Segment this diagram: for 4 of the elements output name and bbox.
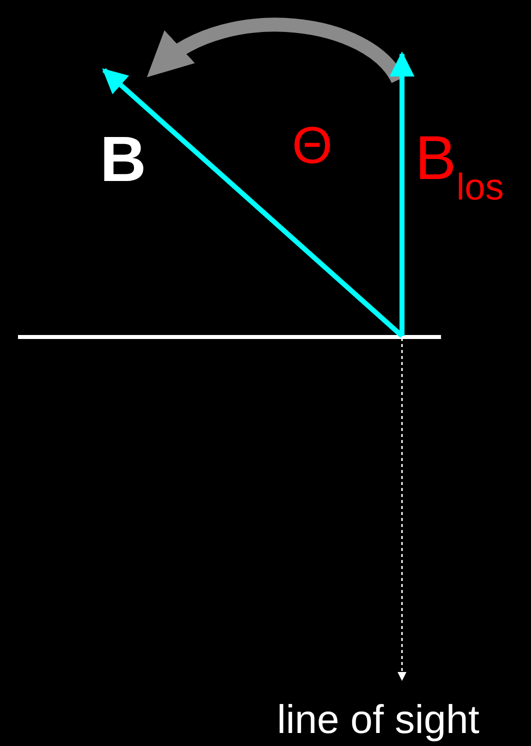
- vector-label: B: [100, 127, 146, 191]
- angle-label: Θ: [292, 120, 332, 172]
- axis-label: line of sight: [277, 700, 480, 740]
- vector-label: B$_{los}$: [415, 128, 504, 206]
